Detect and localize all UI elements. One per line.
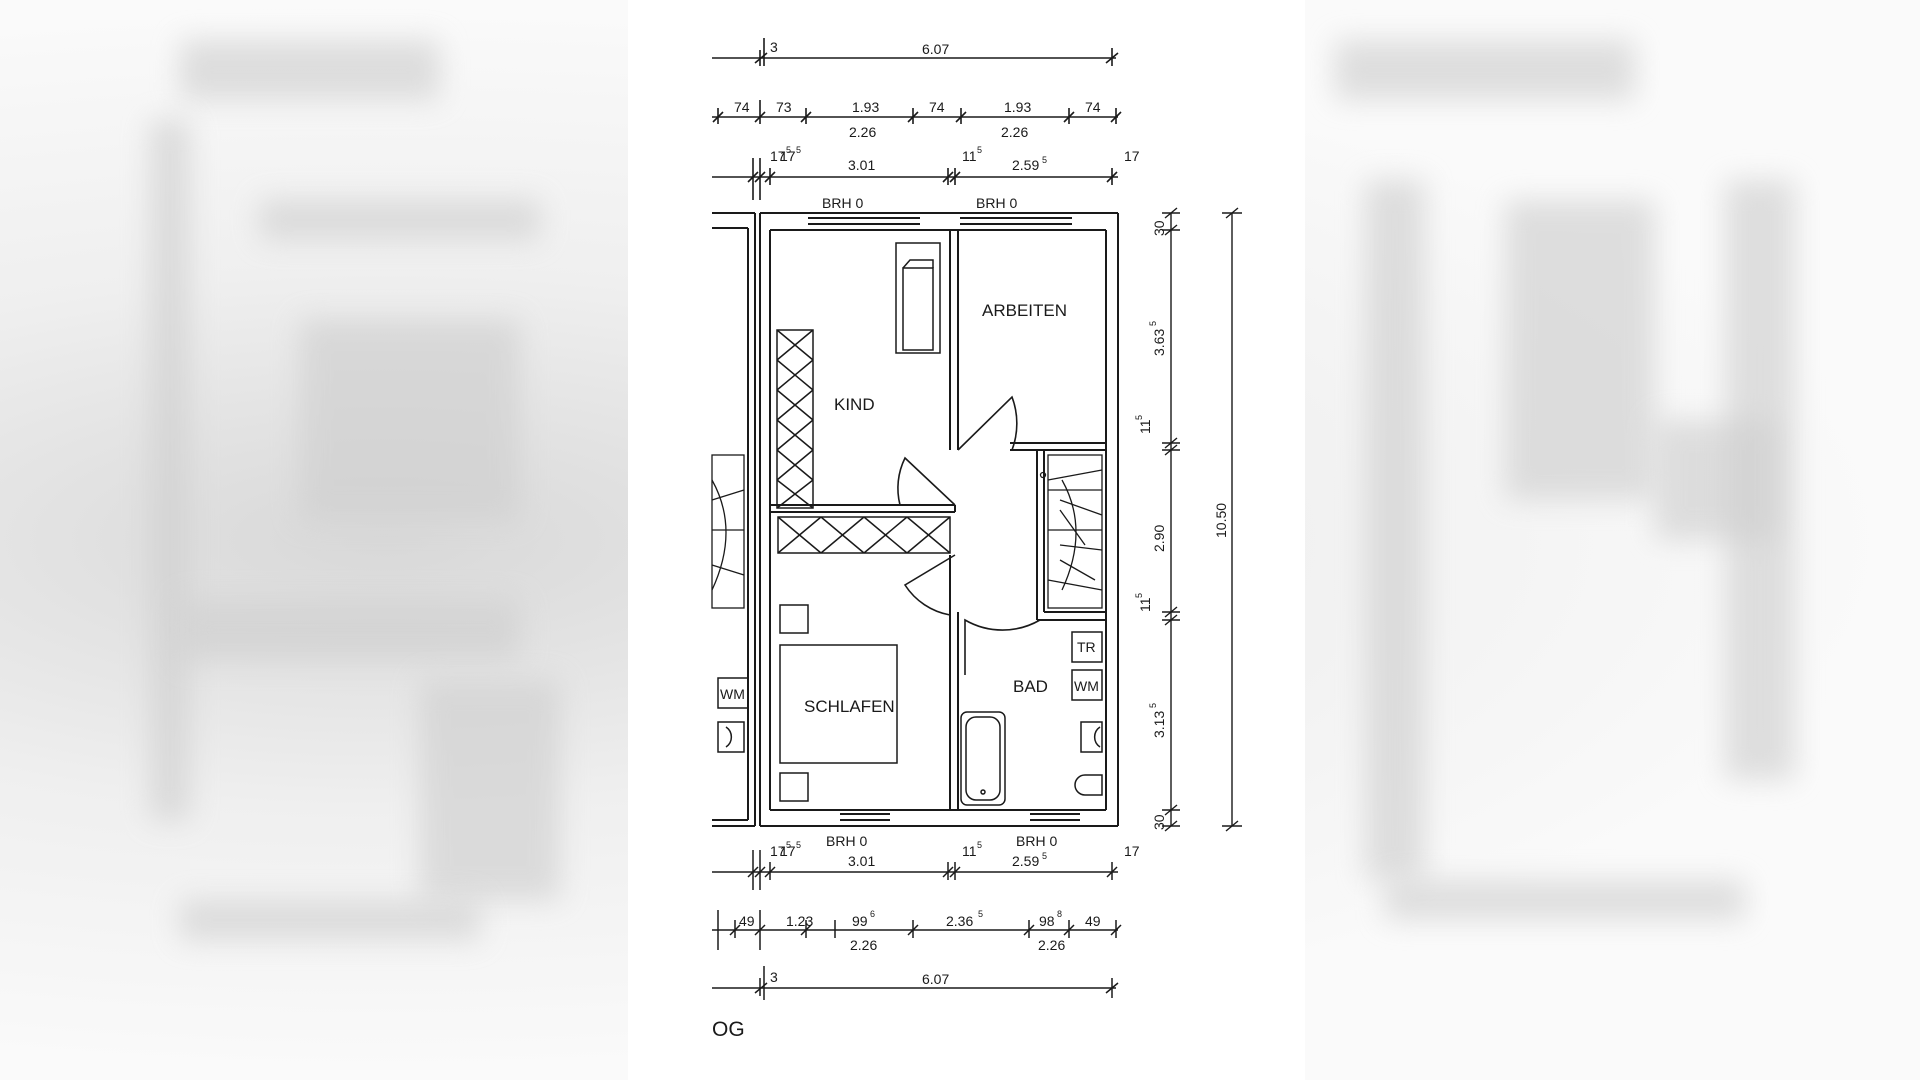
bottom-row1-3: 3.01	[848, 853, 875, 869]
bottom-dim-offset: 3	[770, 969, 778, 985]
fixture-tr: TR	[1077, 639, 1096, 655]
bottom-row2-1: 49	[739, 913, 755, 929]
floor-plan-drawing: 3 6.07 74 73 1.93 74 1.93 74 2.26 2.26 1…	[711, 38, 1242, 1000]
top-row3-6: 17	[1124, 148, 1140, 164]
top-row2-1: 74	[734, 99, 750, 115]
bottom-row1-4-sup: 5	[977, 840, 982, 850]
right-seg-1: 30	[1151, 220, 1167, 236]
top-row2-3: 1.93	[852, 99, 879, 115]
bottom-dimension-chains	[712, 850, 1122, 1000]
top-row3-1-sup: 5	[786, 145, 791, 155]
top-row3-2-sup: 5	[796, 145, 801, 155]
bottom-row2-5: 98	[1039, 913, 1055, 929]
furniture	[717, 242, 1103, 806]
right-seg-3-sup: 5	[1134, 415, 1144, 420]
bottom-row1-5: 2.59	[1012, 853, 1039, 869]
right-seg-3: 11	[1137, 419, 1153, 434]
bottom-row1-2-sup: 5	[796, 840, 801, 850]
brh-bottom-left: BRH 0	[826, 833, 867, 849]
top-row3-1: 17	[770, 148, 786, 164]
bottom-row2-sub-2: 2.26	[1038, 937, 1065, 953]
right-seg-2-sup: 5	[1148, 321, 1158, 326]
fixture-wm-left: WM	[720, 686, 745, 702]
bottom-row1-6: 17	[1124, 843, 1140, 859]
top-row3-3: 3.01	[848, 157, 875, 173]
top-row2-6: 74	[1085, 99, 1101, 115]
staircase-right	[1039, 454, 1103, 609]
top-row3-5-sup: 5	[1042, 155, 1047, 165]
room-label-kind: KIND	[834, 395, 875, 414]
right-dim-overall: 10.50	[1213, 503, 1229, 538]
blurred-panel-right	[1305, 0, 1920, 1080]
blurred-panel-left	[0, 0, 620, 1080]
bottom-row2-3-sup: 6	[870, 909, 875, 919]
brh-top-right: BRH 0	[976, 195, 1017, 211]
top-row2-5: 1.93	[1004, 99, 1031, 115]
staircase-left-neighbor	[711, 454, 745, 609]
room-label-schlafen: SCHLAFEN	[804, 697, 895, 716]
bottom-dim-overall: 6.07	[922, 971, 949, 987]
right-seg-6-sup: 5	[1148, 703, 1158, 708]
top-dim-offset: 3	[770, 39, 778, 55]
right-seg-4: 2.90	[1151, 525, 1167, 552]
top-row3-5: 2.59	[1012, 157, 1039, 173]
top-dimension-chains	[712, 38, 1122, 200]
brh-bottom-right: BRH 0	[1016, 833, 1057, 849]
bottom-row2-5-sup: 8	[1057, 909, 1062, 919]
floor-plan-sheet: 3 6.07 74 73 1.93 74 1.93 74 2.26 2.26 1…	[628, 0, 1305, 1080]
bottom-row1-1-sup: 5	[786, 840, 791, 850]
floor-label: OG	[712, 1018, 745, 1041]
bottom-row2-3: 99	[852, 913, 868, 929]
brh-top-left: BRH 0	[822, 195, 863, 211]
top-row3-4: 11	[962, 148, 977, 164]
fixture-wm: WM	[1074, 678, 1099, 694]
bottom-row1-2: 17	[780, 843, 796, 859]
right-seg-7: 30	[1151, 814, 1167, 830]
top-dim-overall: 6.07	[922, 41, 949, 57]
walls	[712, 212, 1119, 827]
top-row3-2: 17	[780, 148, 796, 164]
bottom-row1-1: 17	[770, 843, 786, 859]
top-row2-4: 74	[929, 99, 945, 115]
top-row2-2: 73	[776, 99, 792, 115]
right-dimension-chains	[1162, 207, 1242, 832]
bottom-row2-sub-1: 2.26	[850, 937, 877, 953]
bottom-row1-4: 11	[962, 843, 977, 859]
right-seg-5-sup: 5	[1134, 593, 1144, 598]
bottom-row1-5-sup: 5	[1042, 851, 1047, 861]
doors	[897, 395, 1041, 675]
room-label-bad: BAD	[1013, 677, 1048, 696]
room-label-arbeiten: ARBEITEN	[982, 301, 1067, 320]
right-dim-labels: 30 3.63 5 11 5 2.90 11 5 3.13 5 30 10.50	[1134, 220, 1229, 830]
bottom-row2-6: 49	[1085, 913, 1101, 929]
bottom-row2-4: 2.36	[946, 913, 973, 929]
right-seg-5: 11	[1137, 597, 1153, 612]
right-seg-6: 3.13	[1151, 711, 1167, 738]
top-row3-4-sup: 5	[977, 145, 982, 155]
bottom-row2-2: 1.23	[786, 913, 813, 929]
top-row2-sub-2: 2.26	[1001, 124, 1028, 140]
bottom-row2-4-sup: 5	[978, 909, 983, 919]
right-seg-2: 3.63	[1151, 329, 1167, 356]
top-row2-sub-1: 2.26	[849, 124, 876, 140]
